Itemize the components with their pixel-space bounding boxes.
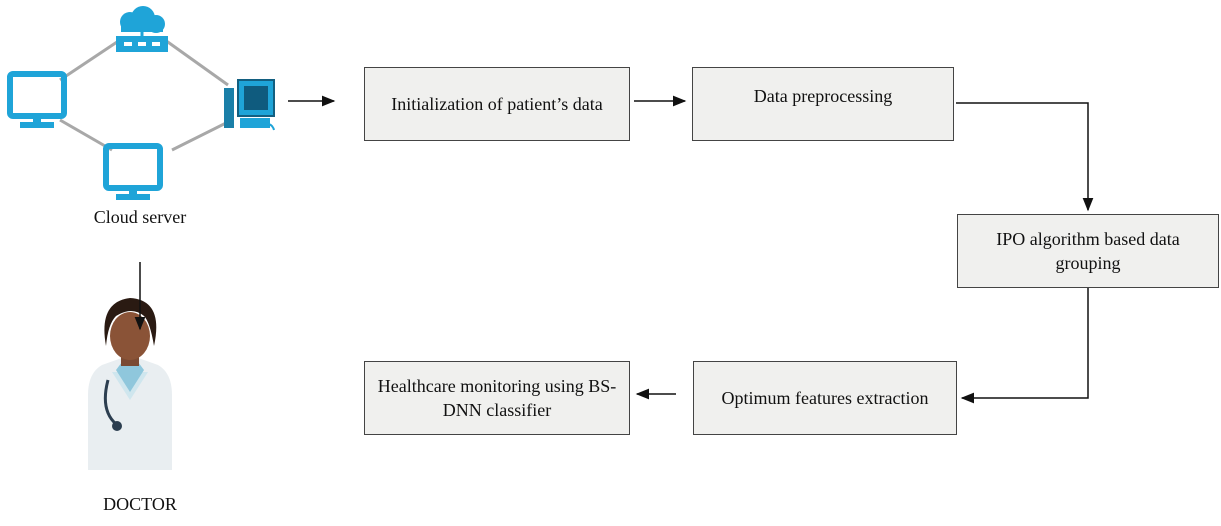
doctor-label: DOCTOR bbox=[103, 494, 177, 514]
cloud-server-label: Cloud server bbox=[93, 207, 187, 227]
server-computer-icon bbox=[224, 79, 275, 131]
step-monitoring-box: Healthcare monitoring using BS-DNN class… bbox=[364, 361, 630, 435]
monitor-left-icon bbox=[7, 71, 67, 128]
step-preprocess-box: Data preprocessing bbox=[692, 67, 954, 141]
step-init-box: Initialization of patient’s data bbox=[364, 67, 630, 141]
network-links bbox=[59, 38, 229, 152]
step-features-box: Optimum features extraction bbox=[693, 361, 957, 435]
arrow-grouping-to-features bbox=[960, 288, 1089, 404]
step-grouping-box: IPO algorithm based data grouping bbox=[957, 214, 1219, 288]
flow-arrows bbox=[134, 95, 1094, 404]
monitor-bottom-icon bbox=[103, 143, 163, 200]
cloud-router-icon bbox=[116, 6, 168, 52]
arrow-preprocess-to-grouping bbox=[956, 102, 1094, 212]
doctor-avatar bbox=[88, 298, 172, 470]
